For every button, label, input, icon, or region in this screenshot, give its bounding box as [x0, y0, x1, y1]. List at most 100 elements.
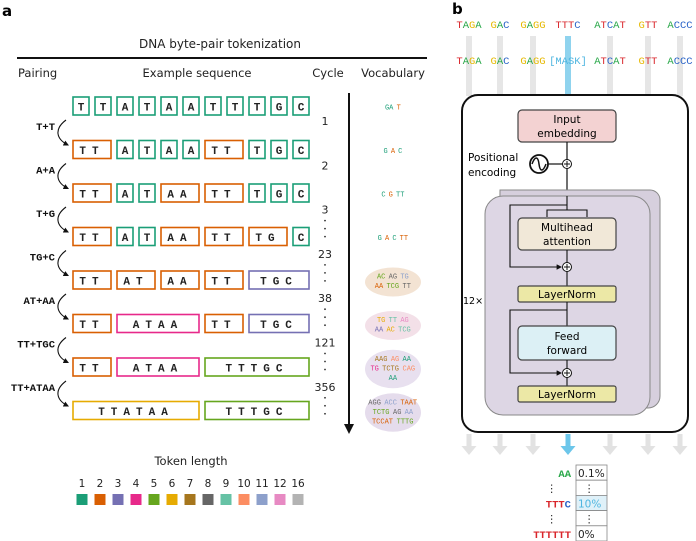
token-box	[116, 357, 200, 377]
vocabulary-token: AG	[400, 317, 408, 325]
vocabulary-token: TCTG	[382, 365, 399, 373]
vocabulary-token: AA	[403, 356, 412, 364]
token-box	[248, 183, 266, 203]
token-text: T	[232, 103, 239, 115]
token-text: TTTGC	[225, 364, 288, 376]
token-box	[116, 96, 134, 116]
token-column	[645, 36, 651, 96]
ellipsis-dot	[324, 396, 326, 399]
token-box	[94, 96, 112, 116]
token-text: T	[78, 103, 85, 115]
ellipsis-dot	[324, 412, 326, 415]
output-arrow	[602, 434, 618, 455]
output-row: ⋮⋮	[547, 479, 608, 496]
token-box	[248, 226, 288, 247]
vocabulary-token: G	[378, 235, 382, 243]
legend-label: 11	[255, 478, 268, 490]
token-box	[138, 96, 156, 116]
token-box	[72, 96, 90, 116]
multihead-attention-label-2: attention	[543, 236, 591, 248]
token-box	[292, 139, 310, 160]
sequence-token: GTT	[639, 20, 658, 32]
ellipsis: ⋮	[547, 514, 558, 526]
residual-connection-1	[509, 204, 567, 270]
legend-swatch	[184, 494, 196, 505]
cycle-number: 23	[318, 248, 332, 261]
sine-wave-icon	[529, 154, 563, 174]
output-row: ⋮⋮	[547, 510, 608, 527]
token-box	[72, 313, 112, 334]
vocabulary-token: TT	[403, 283, 411, 291]
vocabulary-token: TG	[370, 365, 378, 373]
legend-swatch	[292, 494, 304, 505]
layernorm-label-1: LayerNorm	[538, 289, 596, 301]
token-box	[160, 96, 178, 116]
token-text: TT	[79, 364, 104, 376]
panel-a-title: DNA byte-pair tokenization	[139, 37, 301, 51]
token-text: AA	[167, 190, 192, 202]
legend-swatch	[112, 494, 124, 505]
pairing-label: T+G	[36, 209, 55, 221]
token-box	[72, 226, 112, 247]
legend-swatch	[130, 494, 142, 505]
token-text: TG	[255, 233, 280, 245]
ellipsis-dot	[324, 280, 326, 282]
vocabulary-token: TG	[377, 317, 385, 325]
cloud-background	[365, 349, 421, 389]
token-text: TT	[79, 190, 104, 202]
token-text: TT	[79, 233, 104, 245]
token-text: TTTGC	[225, 407, 288, 419]
token-text: A	[122, 233, 129, 245]
cycle-number: 1	[322, 115, 329, 128]
token-box	[116, 313, 200, 334]
sequence-token: GAGG	[520, 56, 545, 68]
vocabulary-token: C	[392, 235, 396, 243]
legend-swatch	[238, 494, 250, 505]
add-icon	[562, 262, 572, 272]
token-column	[607, 36, 613, 96]
token-box	[138, 139, 156, 160]
token-box	[116, 183, 134, 203]
token-box	[116, 139, 134, 160]
token-box	[138, 226, 156, 247]
token-box	[204, 226, 244, 247]
vocabulary-token: TCTG	[373, 409, 390, 417]
pairing-label: T+T	[36, 122, 55, 134]
vocabulary-token: T	[397, 104, 401, 112]
vocabulary-token: AA	[375, 283, 384, 291]
token-text: T	[144, 103, 151, 115]
pairing-arrow	[57, 337, 69, 363]
token-box	[248, 270, 310, 290]
pairing-arrow	[57, 250, 69, 276]
input-embedding-label-1: Input	[553, 114, 580, 126]
token-text: T	[144, 190, 151, 202]
cloud-background	[365, 311, 421, 340]
panel-a-label: a	[2, 2, 12, 20]
residual-connection-2	[509, 309, 567, 376]
legend-swatch	[76, 494, 88, 505]
input-embedding-label-2: embedding	[537, 128, 596, 140]
token-box	[160, 226, 200, 247]
ellipsis-dot	[324, 324, 326, 327]
token-text: G	[276, 146, 283, 158]
legend-title: Token length	[153, 454, 227, 468]
vocabulary-token: TT	[400, 235, 408, 243]
vocabulary-token: TG	[400, 274, 408, 282]
positional-encoding-label-1: Positional	[468, 152, 518, 164]
legend-swatch	[256, 494, 268, 505]
vocabulary-token: A	[391, 148, 396, 156]
legend-label: 6	[169, 478, 176, 490]
token-text: A	[188, 103, 195, 115]
token-text: T	[254, 103, 261, 115]
